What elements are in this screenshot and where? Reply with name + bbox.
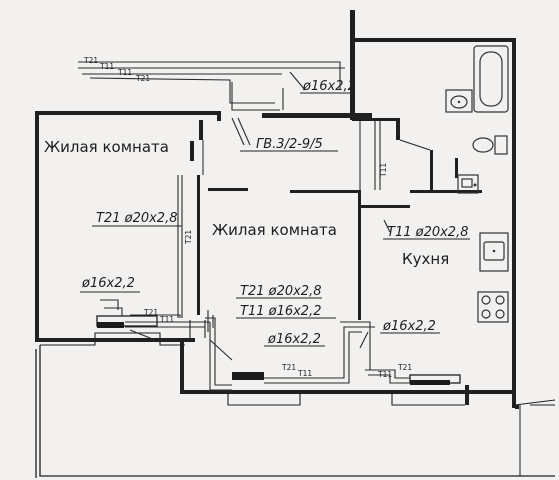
pipe-tag: T11 — [159, 315, 174, 324]
toilet — [472, 135, 508, 155]
room-label-living-2: Жилая комната — [212, 221, 337, 239]
pipe-tag: T11 — [379, 163, 388, 178]
pipe-tag: T21 — [83, 56, 98, 65]
pipe-tag: T11 — [297, 369, 312, 378]
stove — [477, 291, 509, 323]
pipe-routes — [78, 61, 410, 391]
pipe-label-mid-t21: T21 ø20x2,8 — [240, 284, 321, 299]
pipe-label-mid-low: ø16x2,2 — [267, 332, 321, 347]
room-label-living-1: Жилая комната — [44, 138, 169, 156]
pipe-label-mid-t11: T11 ø16x2,2 — [240, 304, 321, 319]
pipe-tag: T21 — [184, 230, 193, 245]
washbasin — [445, 89, 473, 113]
pipe-tag: T21 — [135, 74, 150, 83]
bathtub — [473, 45, 509, 113]
pipe-label-kitchen-low: ø16x2,2 — [382, 319, 436, 334]
pipe-label-top: ø16x2,2 — [302, 79, 356, 94]
pipe-tag: T11 — [99, 62, 114, 71]
radiators — [96, 315, 461, 385]
facade-lines — [35, 120, 556, 478]
kitchen-sink — [479, 232, 509, 272]
room-label-kitchen: Кухня — [402, 250, 449, 268]
pipe-label-kitchen-t11: T11 ø20x2,8 — [387, 225, 468, 240]
pipe-tag: T21 — [143, 308, 158, 317]
utility-unit — [457, 174, 479, 194]
fixtures — [445, 45, 509, 323]
pipe-tag: T11 — [117, 68, 132, 77]
pipe-tag: T11 — [377, 370, 392, 379]
pipe-label-left-low: ø16x2,2 — [81, 276, 135, 291]
pipe-tag: T21 — [397, 363, 412, 372]
valve-label: ГВ.3/2-9/5 — [256, 137, 323, 152]
pipe-label-left-room: T21 ø20x2,8 — [96, 211, 177, 226]
walls — [35, 10, 519, 409]
pipe-tags: T21 T11 T11 T21 T11 T21 T21 T11 T21 T11 … — [83, 56, 412, 379]
pipe-tag: T21 — [281, 363, 296, 372]
